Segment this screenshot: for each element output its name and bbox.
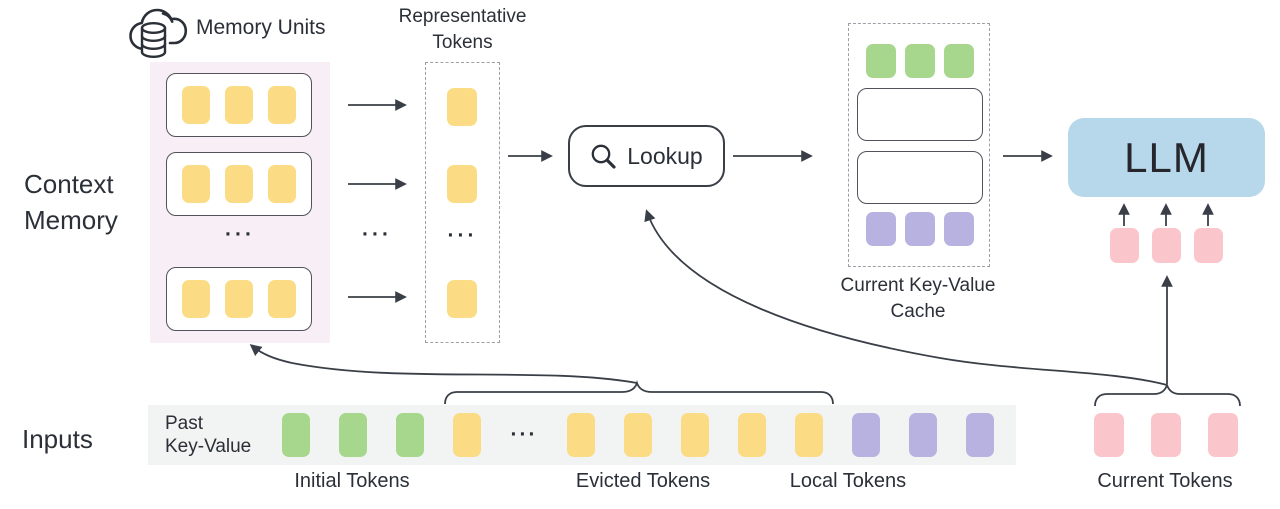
current-tokens-label: Current Tokens bbox=[1097, 470, 1233, 492]
yellow-token bbox=[225, 165, 253, 203]
green-token bbox=[396, 413, 424, 457]
purple-token bbox=[909, 413, 937, 457]
context-memory-panel: ··· bbox=[150, 62, 330, 343]
yellow-token bbox=[447, 88, 477, 126]
evicted-tokens-group-tail bbox=[567, 413, 823, 457]
cache-retrieved-unit bbox=[857, 88, 983, 141]
memory-unit bbox=[166, 152, 312, 216]
search-icon bbox=[591, 144, 616, 169]
memory-ellipsis: ··· bbox=[225, 223, 255, 246]
representative-tokens-label-line1: Representative bbox=[398, 6, 527, 27]
evicted-tokens-brace bbox=[444, 380, 834, 405]
pink-token bbox=[1110, 228, 1139, 263]
purple-token bbox=[852, 413, 880, 457]
pink-token bbox=[1152, 228, 1181, 263]
initial-tokens-label: Initial Tokens bbox=[294, 470, 410, 492]
current-kv-cache-label: Current Key-Value Cache bbox=[820, 273, 1016, 325]
context-memory-label-line2: Memory bbox=[24, 205, 118, 235]
lookup-module: Lookup bbox=[568, 125, 725, 187]
green-token bbox=[282, 413, 310, 457]
yellow-token bbox=[738, 413, 766, 457]
yellow-token bbox=[453, 413, 481, 457]
yellow-token bbox=[268, 165, 296, 203]
representative-ellipsis: ··· bbox=[447, 224, 478, 247]
representative-tokens-label-line2: Tokens bbox=[432, 32, 493, 53]
yellow-token bbox=[225, 280, 253, 318]
current-kv-cache-box bbox=[848, 23, 990, 267]
yellow-token bbox=[447, 165, 477, 203]
pink-token bbox=[1151, 413, 1181, 457]
representative-token-slot bbox=[447, 165, 477, 203]
local-tokens-group bbox=[852, 413, 994, 457]
memory-units-label: Memory Units bbox=[196, 16, 326, 39]
cache-local-tokens-row bbox=[857, 212, 983, 246]
current-kv-cache-label-line2: Cache bbox=[890, 301, 946, 322]
llm-input-tokens-row bbox=[1110, 228, 1223, 263]
llm-label: LLM bbox=[1124, 133, 1209, 181]
past-kv-label: Past Key-Value bbox=[165, 412, 251, 458]
purple-token bbox=[866, 212, 896, 246]
pink-token bbox=[1094, 413, 1124, 457]
yellow-token bbox=[268, 280, 296, 318]
past-kv-band: Past Key-Value ··· bbox=[148, 405, 1016, 465]
llm-block: LLM bbox=[1068, 118, 1265, 197]
green-token bbox=[866, 44, 896, 78]
memory-unit bbox=[166, 267, 312, 331]
cache-retrieved-unit bbox=[857, 151, 983, 204]
past-kv-label-line1: Past bbox=[165, 413, 204, 434]
memory-unit bbox=[166, 73, 312, 137]
yellow-token bbox=[182, 165, 210, 203]
inputs-label: Inputs bbox=[22, 424, 93, 454]
representative-token-slot bbox=[447, 88, 477, 126]
evicted-tokens-label: Evicted Tokens bbox=[575, 470, 711, 492]
past-kv-label-line2: Key-Value bbox=[165, 436, 252, 457]
current-tokens-brace bbox=[1094, 382, 1241, 407]
yellow-token bbox=[182, 86, 210, 124]
purple-token bbox=[966, 413, 994, 457]
yellow-token bbox=[567, 413, 595, 457]
cache-initial-tokens-row bbox=[857, 44, 983, 78]
yellow-token bbox=[624, 413, 652, 457]
context-memory-label-line1: Context bbox=[24, 169, 114, 199]
representative-tokens-label: Representative Tokens bbox=[385, 4, 540, 56]
pink-token bbox=[1194, 228, 1223, 263]
yellow-token bbox=[681, 413, 709, 457]
lookup-label: Lookup bbox=[627, 142, 703, 169]
context-memory-label: Context Memory bbox=[24, 166, 118, 238]
local-tokens-label: Local Tokens bbox=[789, 470, 907, 492]
purple-token bbox=[905, 212, 935, 246]
past-kv-token-sequence: ··· bbox=[282, 413, 994, 457]
current-kv-cache-label-line1: Current Key-Value bbox=[840, 275, 996, 296]
green-token bbox=[905, 44, 935, 78]
green-token bbox=[339, 413, 367, 457]
initial-tokens-group bbox=[282, 413, 424, 457]
yellow-token bbox=[182, 280, 210, 318]
pink-token bbox=[1208, 413, 1238, 457]
yellow-token bbox=[447, 280, 477, 318]
arrows-ellipsis: ··· bbox=[362, 223, 392, 246]
purple-token bbox=[944, 212, 974, 246]
representative-token-slot bbox=[447, 280, 477, 318]
memory-cloud-database-icon bbox=[129, 8, 188, 58]
yellow-token bbox=[268, 86, 296, 124]
evicted-tokens-group-head bbox=[453, 413, 481, 457]
yellow-token bbox=[795, 413, 823, 457]
curve-evicted-to-memory bbox=[249, 344, 638, 384]
representative-tokens-box: ··· bbox=[425, 62, 500, 343]
green-token bbox=[944, 44, 974, 78]
sequence-ellipsis: ··· bbox=[510, 423, 538, 446]
current-tokens-row bbox=[1094, 413, 1238, 457]
yellow-token bbox=[225, 86, 253, 124]
